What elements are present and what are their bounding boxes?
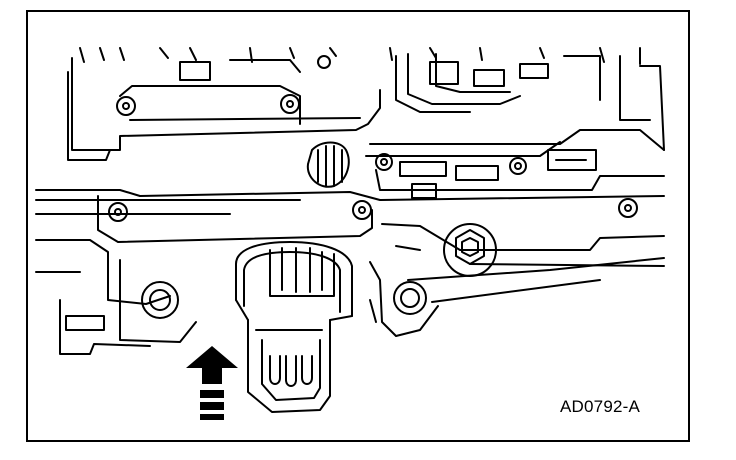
lower-valve-body	[35, 189, 665, 355]
direction-arrow-icon	[186, 346, 238, 420]
sensor-connector	[235, 241, 353, 413]
hex-bolt	[443, 223, 497, 277]
figure-reference-code: AD0792-A	[560, 397, 641, 416]
illustration-frame	[26, 10, 690, 442]
upper-valve-body	[35, 47, 665, 215]
